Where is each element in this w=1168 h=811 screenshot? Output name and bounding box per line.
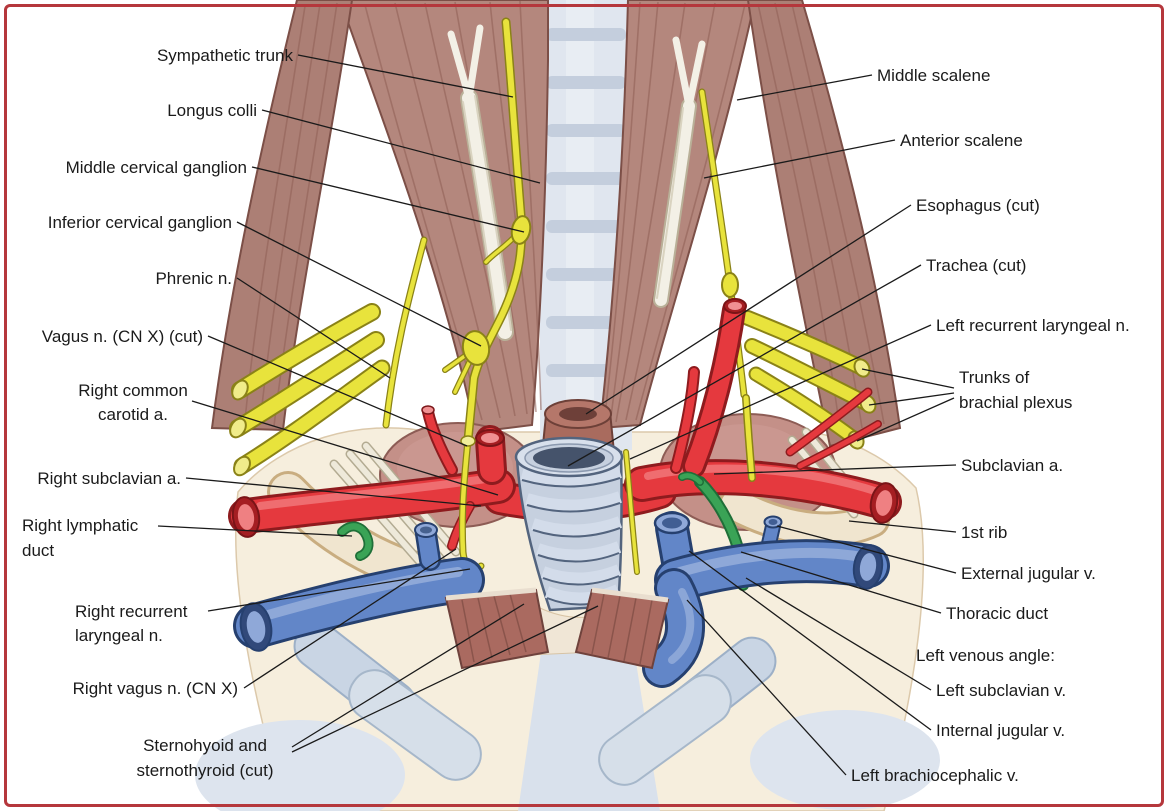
label-right-lymphatic-duct-2: duct xyxy=(22,541,54,560)
label-sympathetic-trunk: Sympathetic trunk xyxy=(157,46,294,65)
labels: Sympathetic trunk Longus colli Middle ce… xyxy=(22,46,1130,785)
leader-inferior-cervical-ganglion xyxy=(236,221,482,347)
label-brachial-plexus-2: brachial plexus xyxy=(959,393,1072,412)
leader-thoracic-duct xyxy=(740,551,942,614)
leader-lines xyxy=(157,54,957,776)
brachial-plexus-left xyxy=(229,303,391,477)
leader-brachial-plexus-2 xyxy=(868,392,955,406)
leader-sternohyoid-2 xyxy=(291,605,599,753)
leader-middle-cervical-ganglion xyxy=(251,166,525,233)
leader-left-brachiocephalic xyxy=(686,599,847,776)
label-internal-jugular-v: Internal jugular v. xyxy=(936,721,1065,740)
leader-1st-rib xyxy=(848,520,957,533)
leader-left-recurrent-laryngeal xyxy=(629,324,932,460)
label-right-vagus: Right vagus n. (CN X) xyxy=(73,679,238,698)
leader-brachial-plexus-1 xyxy=(861,368,955,389)
label-left-venous-angle: Left venous angle: xyxy=(916,646,1055,665)
label-trachea: Trachea (cut) xyxy=(926,256,1026,275)
label-thoracic-duct: Thoracic duct xyxy=(946,604,1048,623)
middle-cervical-ganglion xyxy=(510,215,532,245)
leader-external-jugular xyxy=(776,525,957,574)
leader-esophagus xyxy=(585,204,912,415)
label-esophagus: Esophagus (cut) xyxy=(916,196,1040,215)
label-anterior-scalene: Anterior scalene xyxy=(900,131,1023,150)
label-left-recurrent-laryngeal: Left recurrent laryngeal n. xyxy=(936,316,1130,335)
leader-left-subclavian-v xyxy=(745,577,932,691)
veins xyxy=(233,511,890,688)
label-left-brachiocephalic-v: Left brachiocephalic v. xyxy=(851,766,1019,785)
label-1st-rib: 1st rib xyxy=(961,523,1007,542)
label-subclavian-a: Subclavian a. xyxy=(961,456,1063,475)
label-phrenic-n: Phrenic n. xyxy=(155,269,232,288)
leader-sternohyoid-1 xyxy=(291,603,525,748)
label-sternohyoid-1: Sternohyoid and xyxy=(143,736,267,755)
label-middle-scalene: Middle scalene xyxy=(877,66,990,85)
leader-anterior-scalene xyxy=(703,139,896,179)
label-right-recurrent-laryngeal-2: laryngeal n. xyxy=(75,626,163,645)
leader-right-common-carotid xyxy=(191,400,499,496)
leader-longus-colli xyxy=(261,109,541,184)
label-inferior-cervical-ganglion: Inferior cervical ganglion xyxy=(48,213,232,232)
strap-muscle-flaps xyxy=(444,587,670,670)
leader-right-recurrent-laryngeal xyxy=(207,568,471,612)
label-right-recurrent-laryngeal-1: Right recurrent xyxy=(75,602,188,621)
label-right-subclavian-a: Right subclavian a. xyxy=(37,469,181,488)
label-longus-colli: Longus colli xyxy=(167,101,257,120)
leader-right-subclavian-a xyxy=(185,477,482,507)
scalene-tendons xyxy=(447,24,706,341)
leader-middle-scalene xyxy=(736,74,873,101)
label-brachial-plexus-1: Trunks of xyxy=(959,368,1030,387)
label-sternohyoid-2: sternothyroid (cut) xyxy=(137,761,274,780)
leader-phrenic-n xyxy=(236,277,391,379)
leader-trachea xyxy=(567,264,922,467)
illustration xyxy=(195,0,940,811)
leader-vagus-cut xyxy=(207,335,468,447)
vagus-cut-stump xyxy=(460,435,476,447)
leader-subclavian-a xyxy=(713,464,957,475)
label-middle-cervical-ganglion: Middle cervical ganglion xyxy=(66,158,247,177)
label-right-common-carotid-1: Right common xyxy=(78,381,188,400)
leader-internal-jugular xyxy=(688,550,932,731)
leader-sympathetic-trunk xyxy=(297,54,514,98)
arteries xyxy=(228,298,902,551)
label-left-subclavian-v: Left subclavian v. xyxy=(936,681,1066,700)
label-right-common-carotid-2: carotid a. xyxy=(98,405,168,424)
leader-right-lymphatic-duct xyxy=(157,525,353,537)
label-external-jugular: External jugular v. xyxy=(961,564,1096,583)
leader-right-vagus xyxy=(243,548,457,689)
label-right-lymphatic-duct-1: Right lymphatic xyxy=(22,516,139,535)
label-vagus-cut: Vagus n. (CN X) (cut) xyxy=(42,327,203,346)
leader-brachial-plexus-3 xyxy=(856,397,955,442)
